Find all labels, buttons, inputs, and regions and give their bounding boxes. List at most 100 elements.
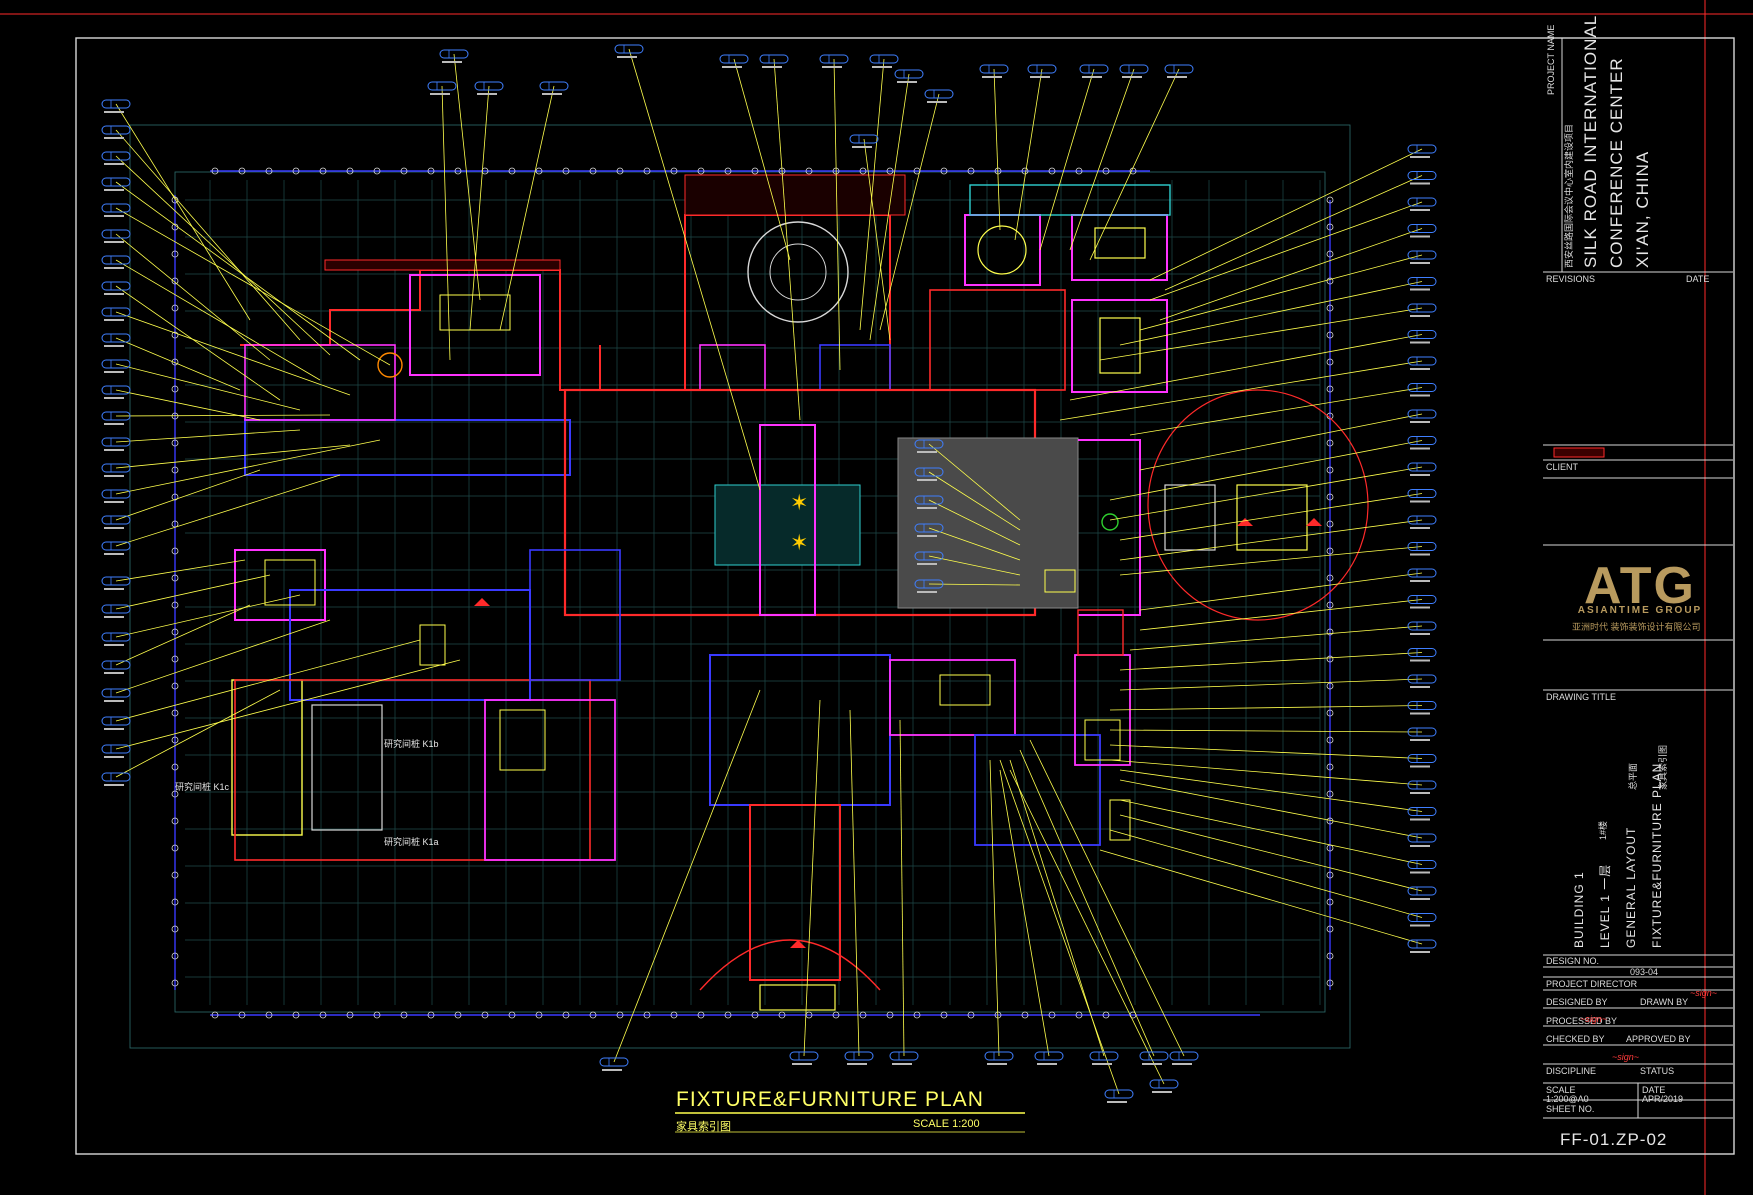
- axis-bubble: [1326, 250, 1334, 258]
- leader-line: [1119, 493, 1423, 541]
- leader-line: [859, 58, 885, 331]
- callout-tag: [914, 495, 944, 509]
- callout-tag: [914, 467, 944, 481]
- axis-bubble: [1326, 331, 1334, 339]
- callout-tag: [869, 54, 899, 68]
- leader-line: [1109, 829, 1423, 918]
- callout-tag: [1139, 1051, 1169, 1065]
- room-label-k1c: 研究间桩 K1c: [175, 781, 230, 792]
- callout-tag: [1407, 780, 1437, 794]
- tag-leaders: [115, 48, 1423, 1095]
- leader-line: [733, 58, 791, 261]
- axis-bubble: [211, 1011, 219, 1019]
- leader-line: [869, 73, 910, 341]
- plan-title-lines: [675, 1112, 1025, 1133]
- leader-line: [115, 439, 381, 495]
- leader-line: [1109, 705, 1423, 711]
- callout-tag: [1089, 1051, 1119, 1065]
- axis-bubble: [1326, 223, 1334, 231]
- leader-line: [1109, 440, 1423, 501]
- leader-line: [628, 48, 761, 491]
- callout-tag: [1407, 144, 1437, 158]
- axis-bubble: [1326, 520, 1334, 528]
- axis-bubble: [1021, 167, 1029, 175]
- callout-tag: [819, 54, 849, 68]
- axis-bubble: [913, 1011, 921, 1019]
- axis-bubble: [171, 331, 179, 339]
- callout-tag: [474, 81, 504, 95]
- axis-bubble: [589, 167, 597, 175]
- leader-line: [115, 604, 251, 666]
- leader-line: [1029, 739, 1185, 1057]
- leader-line: [1069, 68, 1135, 251]
- axis-bubble: [454, 1011, 462, 1019]
- axis-bubble: [1326, 898, 1334, 906]
- axis-bubble: [171, 601, 179, 609]
- callout-tag: [1149, 1079, 1179, 1093]
- leader-line: [115, 103, 251, 321]
- building-walls: [231, 174, 1369, 1011]
- processed-by-label: PROCESSED BY: [1546, 1016, 1618, 1026]
- axis-bubble: [508, 1011, 516, 1019]
- axis-bubble: [171, 439, 179, 447]
- axis-bubble: [171, 574, 179, 582]
- axis-bubble: [373, 1011, 381, 1019]
- leader-line: [1099, 849, 1423, 945]
- leader-line: [115, 414, 331, 417]
- callout-tag: [894, 69, 924, 83]
- callout-tag: [101, 411, 131, 425]
- callout-tag: [1034, 1051, 1064, 1065]
- drawing-title-line-3: GENERAL LAYOUT: [1624, 826, 1638, 948]
- callout-tag: [719, 54, 749, 68]
- axis-bubble: [1326, 547, 1334, 555]
- axis-bubble: [967, 1011, 975, 1019]
- project-name-line-1: SILK ROAD INTERNATIONAL: [1581, 14, 1600, 268]
- axis-bubble: [697, 1011, 705, 1019]
- leader-line: [1089, 68, 1180, 261]
- axis-bubble: [171, 790, 179, 798]
- callout-tag: [1119, 64, 1149, 78]
- design-no: 093-04: [1630, 967, 1659, 977]
- axis-bubble: [643, 167, 651, 175]
- callout-tag: [101, 255, 131, 269]
- leader-line: [1069, 334, 1423, 401]
- leader-line: [1099, 307, 1423, 361]
- axis-bubble: [1326, 277, 1334, 285]
- plan-scale: SCALE 1:200: [913, 1118, 980, 1130]
- leader-line: [1119, 652, 1423, 671]
- leader-line: [1139, 599, 1423, 631]
- leader-line: [1164, 175, 1423, 291]
- leader-line: [1119, 678, 1423, 691]
- project-label: PROJECT NAME: [1546, 24, 1556, 95]
- leader-line: [115, 429, 301, 443]
- date-label: DATE: [1686, 274, 1710, 284]
- axis-bubble: [1326, 682, 1334, 690]
- axis-bubble: [670, 167, 678, 175]
- callout-tag: [101, 604, 131, 618]
- axis-bubble: [171, 358, 179, 366]
- callout-tag: [1407, 939, 1437, 953]
- leader-line: [1119, 519, 1423, 561]
- leader-line: [999, 759, 1120, 1095]
- axis-bubble: [859, 1011, 867, 1019]
- callout-tag: [101, 99, 131, 113]
- leader-line: [115, 689, 281, 778]
- drawing-title-line-1: BUILDING 1: [1572, 871, 1586, 948]
- callout-tag: [789, 1051, 819, 1065]
- title-block-lines: [1543, 38, 1733, 1119]
- leader-line: [115, 444, 351, 469]
- axis-bubble: [1326, 304, 1334, 312]
- axis-bubble: [171, 655, 179, 663]
- callout-tag: [1407, 674, 1437, 688]
- room-labels: 研究间桩 K1b 研究间桩 K1c 研究间桩 K1a: [175, 738, 439, 847]
- axis-bubble: [967, 167, 975, 175]
- project-director-label: PROJECT DIRECTOR: [1546, 979, 1638, 989]
- axis-bubbles: [171, 167, 1334, 1019]
- callout-tag: [1407, 303, 1437, 317]
- callout-tag: [101, 744, 131, 758]
- axis-bubble: [724, 1011, 732, 1019]
- callout-tag: [914, 439, 944, 453]
- callout-tag: [1407, 436, 1437, 450]
- axis-bubble: [562, 1011, 570, 1019]
